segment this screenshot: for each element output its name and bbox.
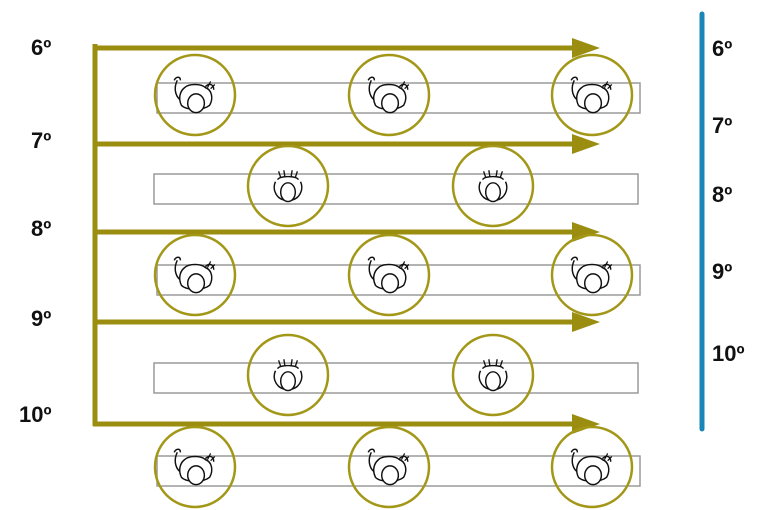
desk-row-3 bbox=[156, 264, 641, 296]
right-label-8: 8º bbox=[712, 182, 732, 207]
right-label-9: 9º bbox=[712, 259, 732, 284]
arrow-2 bbox=[93, 134, 600, 154]
student-figure-icon bbox=[173, 448, 216, 486]
student-seat bbox=[246, 144, 330, 228]
student-seat bbox=[153, 233, 237, 317]
desk-row-5 bbox=[156, 455, 641, 487]
student-seat bbox=[347, 425, 431, 509]
student-figure-icon bbox=[273, 169, 303, 203]
student-figure-icon bbox=[367, 448, 410, 486]
right-label-10: 10º bbox=[712, 341, 745, 366]
right-grade-labels: 6º 7º 8º 9º 10º bbox=[712, 36, 745, 366]
desk-row-1 bbox=[156, 82, 641, 114]
student-seat bbox=[550, 233, 634, 317]
student-figure-icon bbox=[570, 448, 613, 486]
student-seat bbox=[451, 144, 535, 228]
desk-row-2 bbox=[153, 173, 639, 205]
right-label-7: 7º bbox=[712, 113, 732, 138]
student-seat bbox=[153, 425, 237, 509]
rotation-arrows bbox=[93, 38, 600, 434]
student-figure-icon bbox=[478, 358, 508, 392]
arrow-5 bbox=[93, 414, 600, 434]
left-label-7: 7º bbox=[31, 128, 51, 153]
student-seats bbox=[153, 53, 634, 509]
student-figure-icon bbox=[367, 256, 410, 294]
desk-row-4 bbox=[153, 362, 639, 394]
student-figure-icon bbox=[273, 358, 303, 392]
student-seat bbox=[550, 53, 634, 137]
student-figure-icon bbox=[173, 256, 216, 294]
student-figure-icon bbox=[478, 169, 508, 203]
desks bbox=[153, 82, 641, 487]
left-label-9: 9º bbox=[31, 306, 51, 331]
arrow-4 bbox=[93, 312, 600, 332]
left-grade-labels: 6º 7º 8º 9º 10º bbox=[19, 35, 52, 427]
student-seat bbox=[153, 53, 237, 137]
arrow-1 bbox=[93, 38, 600, 58]
student-seat bbox=[451, 333, 535, 417]
left-label-10: 10º bbox=[19, 402, 52, 427]
student-figure-icon bbox=[570, 256, 613, 294]
student-seat bbox=[347, 53, 431, 137]
left-label-6: 6º bbox=[31, 35, 51, 60]
arrow-3 bbox=[93, 222, 600, 242]
student-seat bbox=[246, 333, 330, 417]
student-seat bbox=[347, 233, 431, 317]
right-label-6: 6º bbox=[712, 36, 732, 61]
left-label-8: 8º bbox=[31, 216, 51, 241]
student-seat bbox=[550, 425, 634, 509]
